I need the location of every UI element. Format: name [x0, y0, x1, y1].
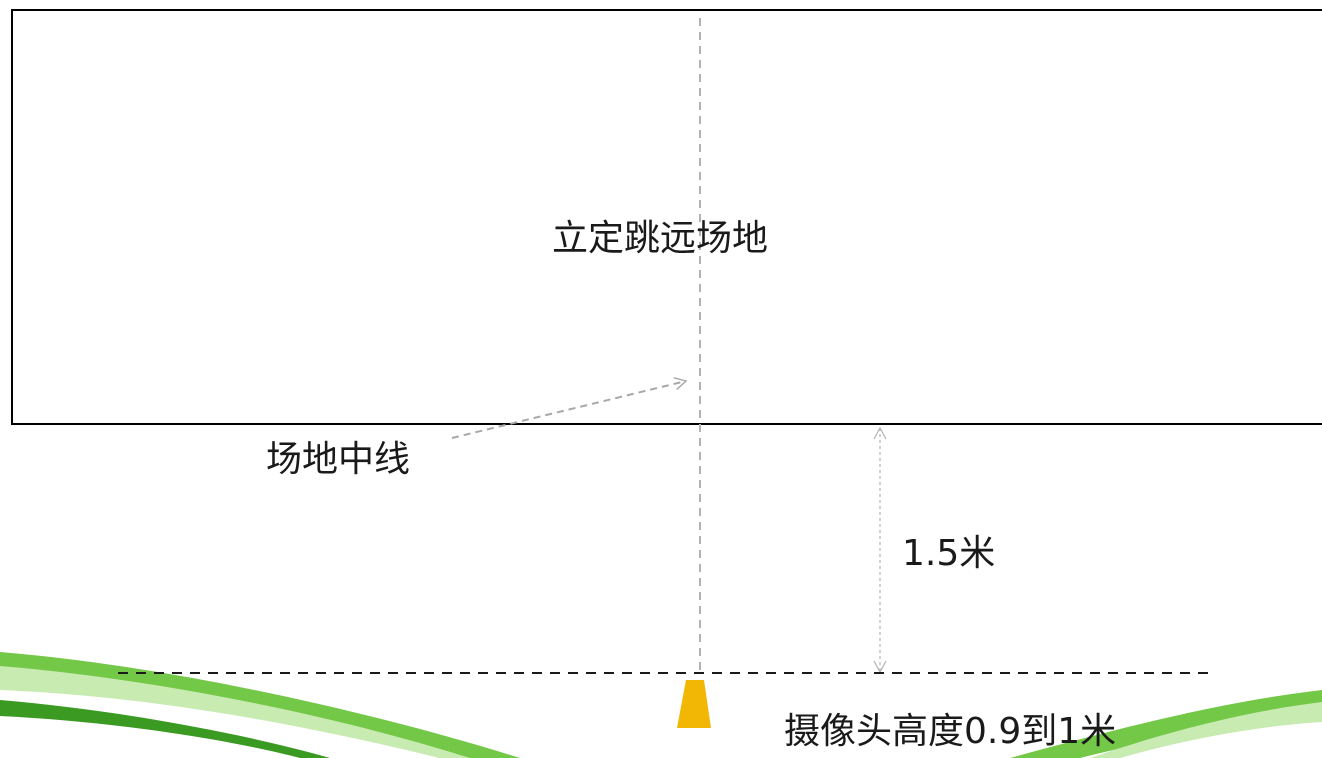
swoosh-left-thin — [0, 700, 330, 758]
field-label: 立定跳远场地 — [552, 218, 769, 259]
camera-trapezoid-icon — [677, 680, 711, 728]
field-rectangle — [11, 9, 1322, 425]
swoosh-right-highlight — [1090, 702, 1322, 758]
midline-label: 场地中线 — [266, 439, 411, 480]
swoosh-right-band — [1010, 690, 1322, 758]
swoosh-decoration — [0, 652, 1322, 758]
swoosh-left-highlight — [0, 666, 470, 758]
distance-label: 1.5米 — [902, 533, 996, 574]
midline-callout-arrow — [451, 377, 688, 439]
camera-height-label: 摄像头高度0.9到1米 — [784, 711, 1117, 752]
